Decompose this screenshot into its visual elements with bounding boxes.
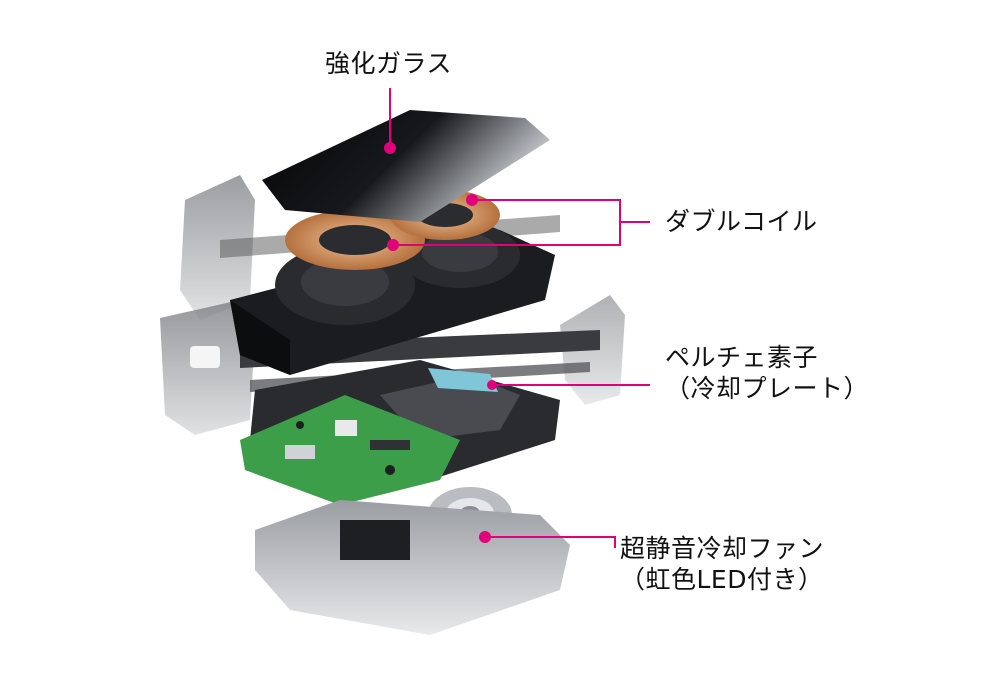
leader-dots xyxy=(384,142,497,543)
base-shell xyxy=(255,500,570,635)
coil-label: ダブルコイル xyxy=(665,207,818,236)
peltier-plate xyxy=(428,368,498,392)
tempered-glass-plate xyxy=(262,110,550,222)
peltier-dot xyxy=(487,380,497,390)
leader-lines xyxy=(389,88,650,548)
peltier-label: ペルチェ素子 （冷却プレート） xyxy=(665,343,870,404)
coil-dot-right xyxy=(466,194,478,206)
fan-leader-line xyxy=(485,536,616,548)
fan-label: 超静音冷却ファン （虹色LED付き） xyxy=(620,534,825,595)
glass-label: 強化ガラス xyxy=(325,49,453,78)
coil-dot-left xyxy=(387,239,399,251)
glass-dot xyxy=(384,142,396,154)
left-gripper-arm xyxy=(160,175,255,435)
fan-dot xyxy=(479,531,491,543)
circuit-board xyxy=(240,395,460,505)
